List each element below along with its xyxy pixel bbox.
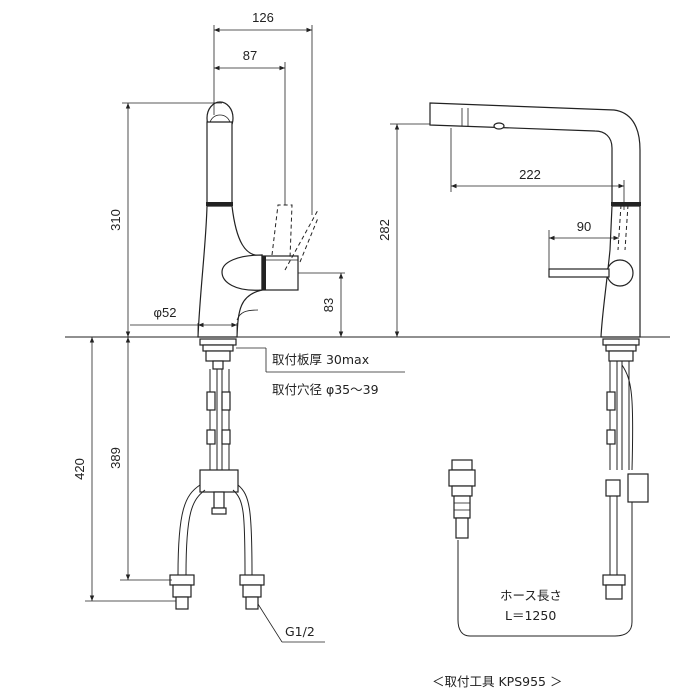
dim-height-lever: 83	[321, 298, 336, 312]
dim-reach-pullout: 222	[519, 167, 541, 182]
note-tool: ＜取付工具 KPS955 ＞	[432, 674, 562, 689]
mounting-tool	[448, 459, 476, 539]
front-view-dimensions	[85, 25, 405, 643]
dim-height-spout: 310	[108, 209, 123, 231]
note-hose-length-label: ホース長さ	[500, 588, 562, 603]
side-view-undercounter	[457, 338, 649, 637]
front-view-undercounter	[169, 338, 265, 610]
note-hose-length-value: L＝1250	[505, 608, 556, 623]
side-view-dimensions	[390, 123, 625, 337]
dim-width-spout: 87	[243, 48, 257, 63]
side-view-faucet	[429, 102, 641, 338]
dim-length-total: 420	[72, 458, 87, 480]
note-mounting-hole: 取付穴径 φ35～39	[272, 382, 379, 397]
dim-width-total: 126	[252, 10, 274, 25]
dim-length-hose: 389	[108, 447, 123, 469]
dim-reach-lever: 90	[577, 219, 591, 234]
dim-height-side: 282	[377, 219, 392, 241]
note-thread: G1/2	[285, 624, 315, 639]
note-counter-thickness: 取付板厚 30max	[272, 352, 369, 367]
front-view-faucet	[197, 101, 319, 338]
dim-diameter-base: φ52	[154, 305, 177, 320]
